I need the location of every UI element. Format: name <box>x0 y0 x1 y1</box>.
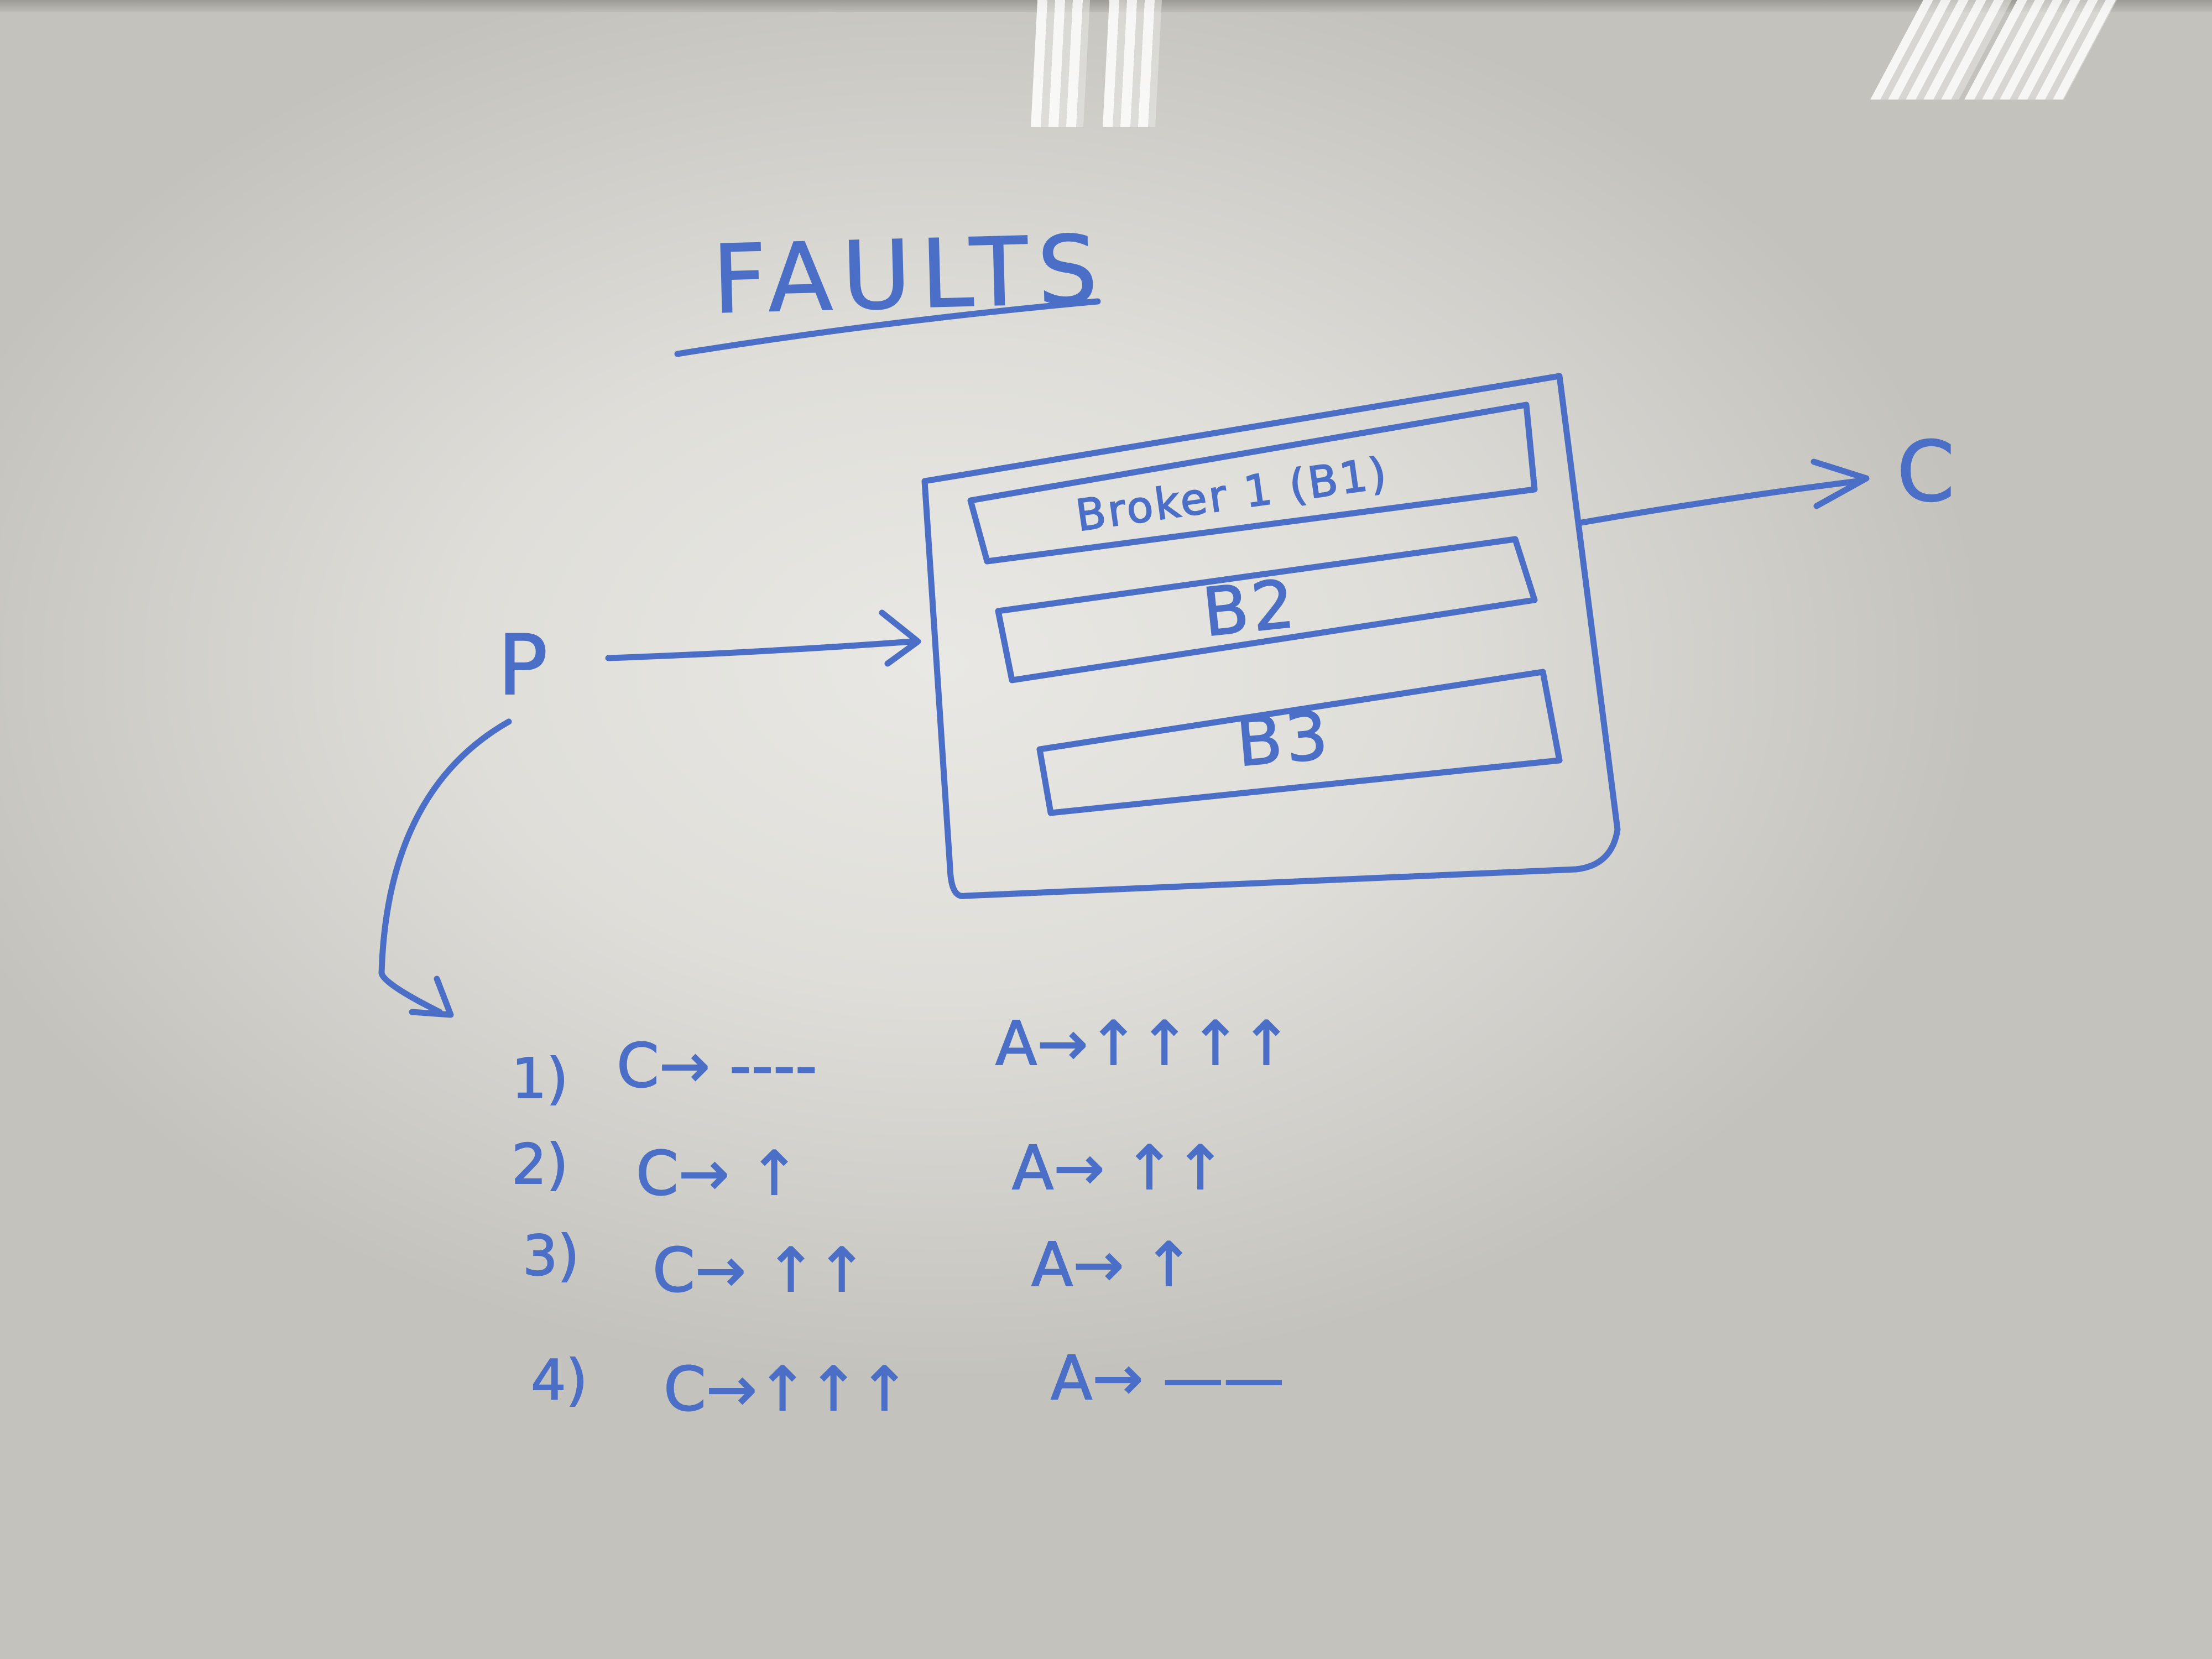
scenario-1-number: 1) <box>512 1046 568 1111</box>
scenario-2-number: 2) <box>512 1132 568 1197</box>
producer-to-scenarios-arrow <box>378 718 512 1015</box>
scenario-3-consumer: C→ ↑↑ <box>653 1235 867 1306</box>
whiteboard-frame-edge <box>0 0 2212 12</box>
scenario-2-ack: A→ ↑↑ <box>1012 1133 1226 1203</box>
scenario-3-ack: A→ ↑ <box>1031 1229 1194 1300</box>
producer-label: P <box>498 618 547 714</box>
arrowhead <box>879 609 921 667</box>
scenario-4-number: 4) <box>531 1348 588 1412</box>
broker-3-label: B3 <box>1233 697 1334 782</box>
broker-2-box <box>995 536 1538 684</box>
broker-2-label: B2 <box>1199 566 1301 652</box>
consumer-label: C <box>1897 424 1955 520</box>
scenario-4-ack: A→ —— <box>1051 1343 1284 1413</box>
producer-to-cluster-arrow <box>605 638 916 661</box>
scenario-1-ack: A→↑↑↑↑ <box>995 1008 1292 1079</box>
broker-3-box <box>1036 669 1563 816</box>
broker-1-box <box>967 401 1538 565</box>
broker-cluster-box <box>921 373 1621 899</box>
scenario-1-consumer: C→ ---- <box>617 1030 817 1101</box>
title-underline <box>674 298 1101 357</box>
scenario-2-consumer: C→ ↑ <box>636 1138 800 1209</box>
arrowhead <box>1811 458 1870 509</box>
diagram-title: FAULTS <box>711 215 1109 335</box>
arrowhead <box>409 975 454 1018</box>
cluster-to-consumer-arrow <box>1578 478 1861 526</box>
scenario-4-consumer: C→↑↑↑ <box>664 1354 910 1425</box>
scenario-3-number: 3) <box>523 1223 580 1288</box>
